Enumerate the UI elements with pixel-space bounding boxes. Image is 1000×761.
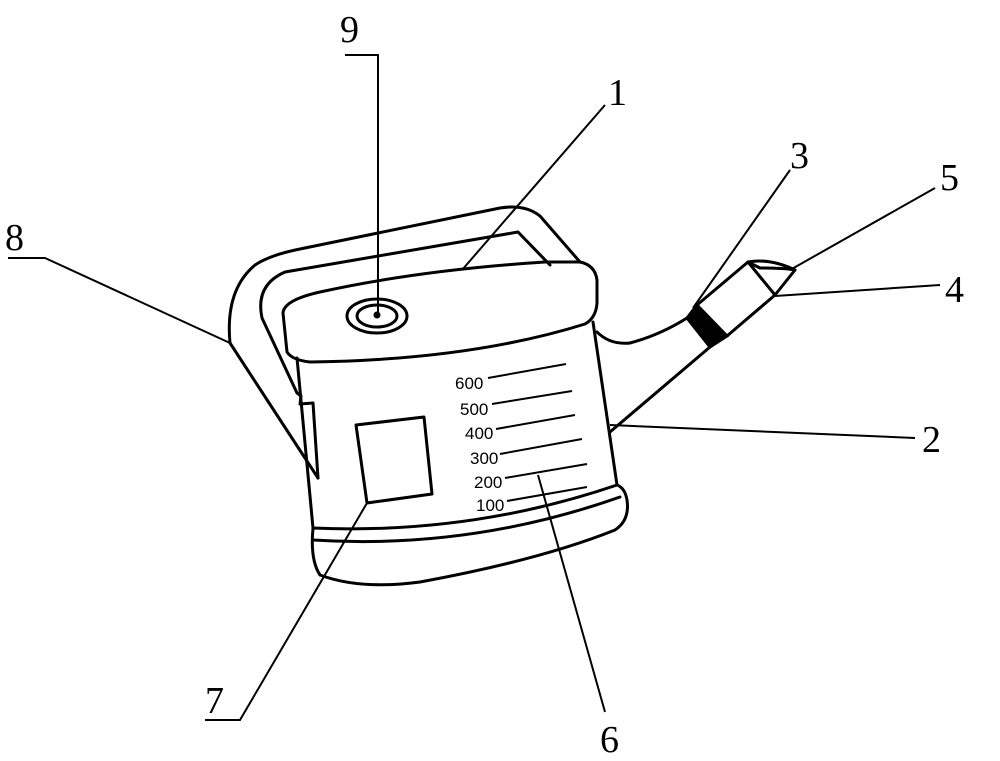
callout-2: 2 xyxy=(922,419,941,461)
window xyxy=(354,415,434,505)
callout-9: 9 xyxy=(340,9,359,51)
graduation-label: 300 xyxy=(470,449,498,468)
base xyxy=(310,483,629,587)
base-edge xyxy=(311,495,622,544)
callout-5: 5 xyxy=(940,157,959,199)
graduation-label: 200 xyxy=(474,473,502,492)
leader-lines xyxy=(8,54,941,721)
spout xyxy=(595,259,797,434)
graduation-label: 100 xyxy=(476,496,504,515)
handle xyxy=(227,205,582,480)
callout-4: 4 xyxy=(945,269,964,311)
callout-8: 8 xyxy=(5,217,24,259)
graduation-label: 400 xyxy=(465,424,493,443)
callout-6: 6 xyxy=(600,719,619,761)
callout-3: 3 xyxy=(790,135,809,177)
callout-7: 7 xyxy=(205,680,224,722)
graduation-label: 500 xyxy=(460,400,488,419)
scale: 600 500 400 300 200 100 xyxy=(455,363,588,515)
graduation-label: 600 xyxy=(455,374,483,393)
callout-1: 1 xyxy=(608,72,627,114)
lid xyxy=(281,260,599,364)
ring xyxy=(685,302,730,349)
body xyxy=(295,320,619,530)
